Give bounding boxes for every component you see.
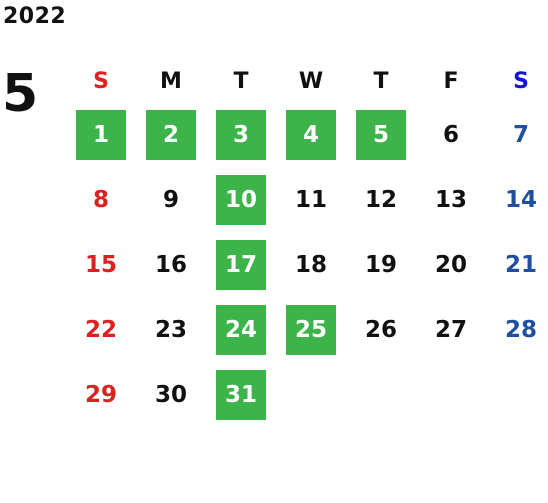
day-cell: 19 xyxy=(346,232,416,297)
day-cell: 11 xyxy=(276,167,346,232)
day-number: 30 xyxy=(154,381,187,408)
day-cell: 31 xyxy=(206,362,276,427)
day-cell: 4 xyxy=(276,102,346,167)
weekday-tuesday: T xyxy=(233,68,249,94)
day-number: 6 xyxy=(442,121,459,148)
day-number: 8 xyxy=(92,186,109,213)
day-cell: 17 xyxy=(206,232,276,297)
day-number: 4 xyxy=(286,109,336,160)
day-number: 19 xyxy=(364,251,397,278)
day-number: 20 xyxy=(434,251,467,278)
day-number: 28 xyxy=(504,316,537,343)
day-number: 16 xyxy=(154,251,187,278)
day-cell: 27 xyxy=(416,297,486,362)
day-cell: 29 xyxy=(66,362,136,427)
day-cell: 6 xyxy=(416,102,486,167)
day-number: 2 xyxy=(146,109,196,160)
calendar-grid: S M T W T F S 1 2 3 4 5 6 7 8 9 10 11 12… xyxy=(66,60,546,427)
day-cell: 14 xyxy=(486,167,548,232)
week-row: 8 9 10 11 12 13 14 xyxy=(66,167,546,232)
day-cell: 28 xyxy=(486,297,548,362)
day-number: 17 xyxy=(216,239,266,290)
day-cell: 26 xyxy=(346,297,416,362)
day-number: 26 xyxy=(364,316,397,343)
day-cell: 25 xyxy=(276,297,346,362)
day-cell: 8 xyxy=(66,167,136,232)
day-number: 23 xyxy=(154,316,187,343)
week-row: 29 30 31 xyxy=(66,362,546,427)
day-cell: 5 xyxy=(346,102,416,167)
day-number: 22 xyxy=(84,316,117,343)
day-number: 25 xyxy=(286,304,336,355)
year-label: 2022 xyxy=(3,4,67,29)
day-cell: 24 xyxy=(206,297,276,362)
weekday-wednesday: W xyxy=(298,68,324,94)
day-number: 1 xyxy=(76,109,126,160)
day-cell: 30 xyxy=(136,362,206,427)
day-cell: 9 xyxy=(136,167,206,232)
weekday-sunday: S xyxy=(93,68,109,94)
day-cell: 13 xyxy=(416,167,486,232)
day-cell: 10 xyxy=(206,167,276,232)
day-number: 11 xyxy=(294,186,327,213)
day-number: 31 xyxy=(216,369,266,420)
week-row: 15 16 17 18 19 20 21 xyxy=(66,232,546,297)
weekday-friday: F xyxy=(443,68,459,94)
day-number: 27 xyxy=(434,316,467,343)
day-number: 24 xyxy=(216,304,266,355)
weekday-thursday: T xyxy=(373,68,389,94)
day-cell: 3 xyxy=(206,102,276,167)
day-number: 29 xyxy=(84,381,117,408)
day-cell: 2 xyxy=(136,102,206,167)
day-number: 15 xyxy=(84,251,117,278)
day-number: 3 xyxy=(216,109,266,160)
day-cell: 20 xyxy=(416,232,486,297)
day-number: 5 xyxy=(356,109,406,160)
day-cell: 21 xyxy=(486,232,548,297)
weekday-saturday: S xyxy=(513,68,529,94)
weekday-header-row: S M T W T F S xyxy=(66,60,546,102)
week-row: 1 2 3 4 5 6 7 xyxy=(66,102,546,167)
day-cell: 7 xyxy=(486,102,548,167)
day-cell: 23 xyxy=(136,297,206,362)
day-cell: 22 xyxy=(66,297,136,362)
day-cell: 12 xyxy=(346,167,416,232)
day-cell: 1 xyxy=(66,102,136,167)
day-cell: 18 xyxy=(276,232,346,297)
day-number: 10 xyxy=(216,174,266,225)
day-number: 21 xyxy=(504,251,537,278)
day-number: 12 xyxy=(364,186,397,213)
day-number: 7 xyxy=(512,121,529,148)
day-cell: 16 xyxy=(136,232,206,297)
week-row: 22 23 24 25 26 27 28 xyxy=(66,297,546,362)
day-number: 14 xyxy=(504,186,537,213)
day-number: 18 xyxy=(294,251,327,278)
day-cell: 15 xyxy=(66,232,136,297)
weekday-monday: M xyxy=(160,68,182,94)
month-number: 5 xyxy=(2,64,39,124)
day-number: 9 xyxy=(162,186,179,213)
day-number: 13 xyxy=(434,186,467,213)
